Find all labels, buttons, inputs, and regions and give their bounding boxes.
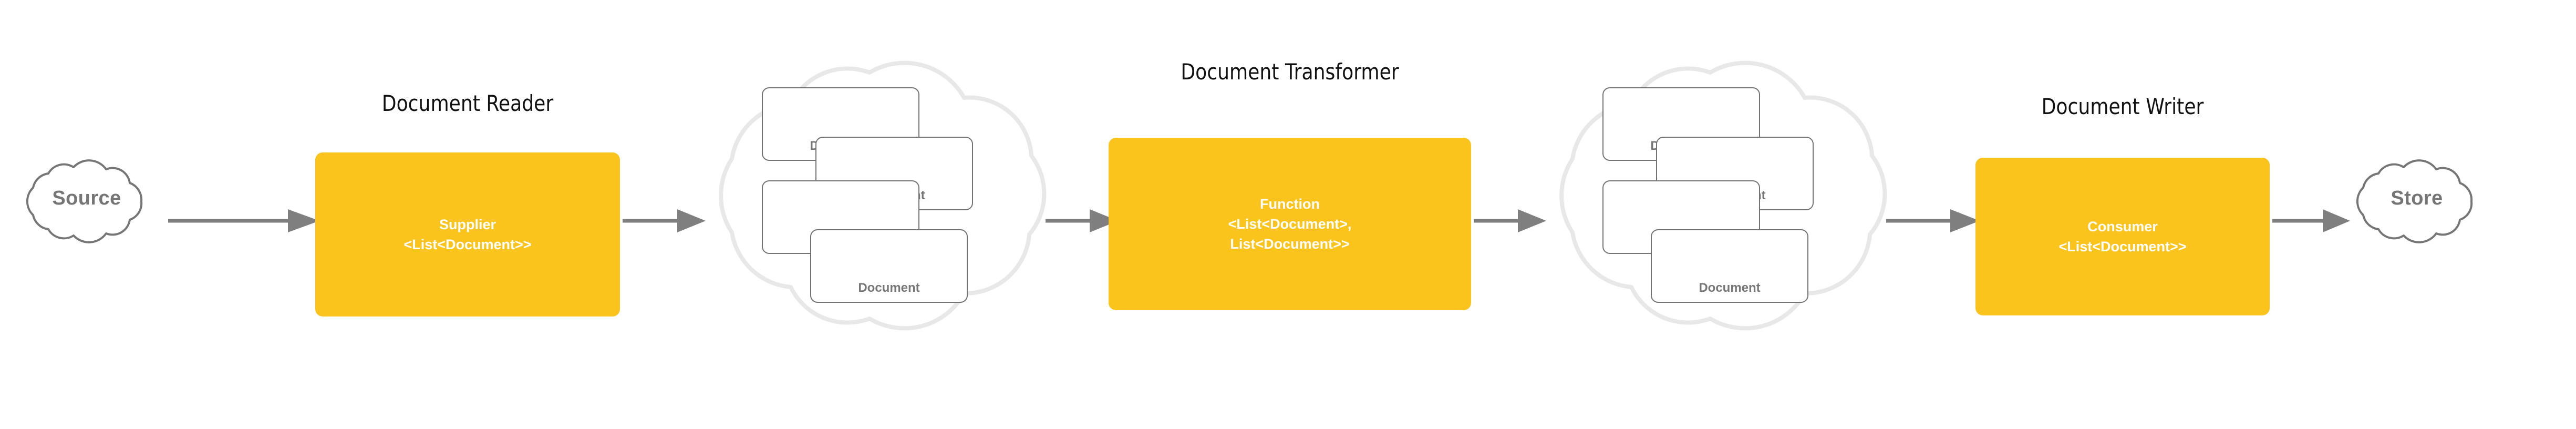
arrow-document-cloud-right-to-consumer [1886, 205, 1981, 237]
supplier-process-box[interactable]: Supplier <List<Document>> [315, 152, 620, 316]
stage-title-document-writer: Document Writer [2041, 94, 2204, 119]
function-process-box[interactable]: Function <List<Document>, List<Document>… [1109, 138, 1471, 310]
function-box-line-1: Function [1260, 196, 1320, 212]
source-cloud-node[interactable]: Source [11, 152, 163, 244]
arrow-function-to-document-cloud-right [1474, 205, 1547, 237]
stage-title-document-transformer: Document Transformer [1181, 59, 1399, 85]
function-box-line-3: List<Document>> [1230, 236, 1350, 252]
consumer-box-line-1: Consumer [2087, 218, 2158, 234]
consumer-process-box[interactable]: Consumer <List<Document>> [1975, 158, 2270, 315]
function-box-line-2: <List<Document>, [1228, 216, 1352, 232]
store-cloud-label: Store [2391, 187, 2443, 209]
document-card[interactable]: Document [810, 229, 968, 303]
consumer-box-line-2: <List<Document>> [2058, 239, 2187, 254]
store-cloud-node[interactable]: Store [2341, 152, 2493, 244]
document-card-label: Document [1699, 281, 1761, 295]
cloud-shape-icon [2356, 159, 2473, 243]
arrow-supplier-to-document-cloud-left [623, 205, 707, 237]
source-cloud-label: Source [52, 187, 121, 209]
arrow-consumer-to-store [2272, 205, 2351, 237]
arrow-document-cloud-left-to-function [1046, 205, 1119, 237]
supplier-box-line-1: Supplier [439, 216, 496, 232]
supplier-box-line-2: <List<Document>> [404, 237, 532, 252]
arrow-source-to-supplier [168, 205, 320, 237]
document-cloud-right[interactable]: Document Document Document Document [1539, 25, 1890, 362]
document-card-label: Document [858, 281, 920, 295]
document-cloud-left[interactable]: Document Document Document Document [699, 25, 1050, 362]
document-card[interactable]: Document [1651, 229, 1808, 303]
cloud-shape-icon [26, 159, 143, 243]
stage-title-document-reader: Document Reader [381, 90, 554, 116]
